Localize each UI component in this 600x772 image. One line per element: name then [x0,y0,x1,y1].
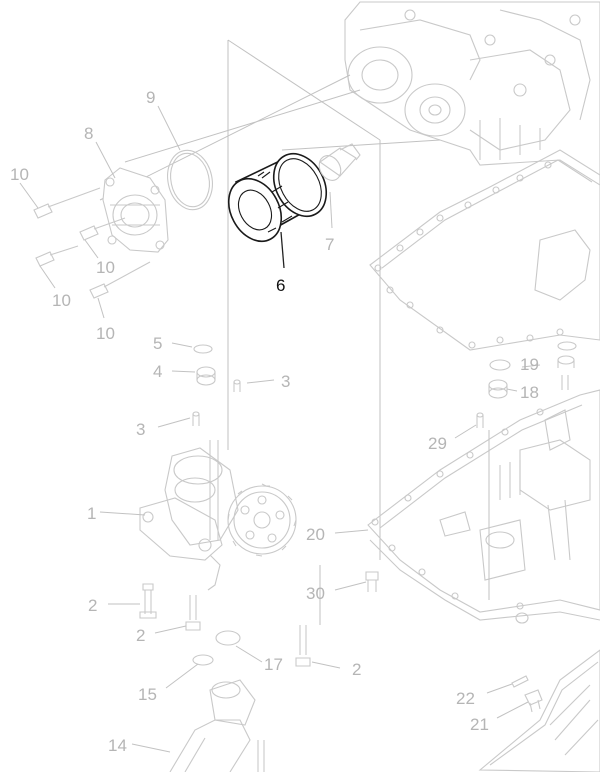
part-15-gasket [192,654,214,666]
gasket-holes [374,161,564,349]
leader-lines [19,105,541,753]
part-9-o-ring [167,149,213,211]
construction-lines [99,39,441,560]
callout-30: 30 [306,584,325,603]
part-30-bolt [365,571,379,592]
part-3-dowels [192,379,241,426]
oil-strainer [478,649,600,772]
callout-2b: 2 [136,626,145,645]
callout-20: 20 [306,525,325,544]
pump-sprocket [227,483,297,557]
part-7-union-bolt [318,143,361,181]
callout-2a: 2 [88,596,97,615]
callout-labels: 9 8 10 10 10 10 6 7 5 4 3 3 1 2 2 2 17 1… [10,88,539,755]
callout-3a: 3 [281,372,290,391]
part-14-strainer [169,679,265,772]
callout-10b: 10 [96,258,115,277]
callout-14: 14 [108,736,127,755]
bolts-10 [33,187,151,299]
callout-19: 19 [520,355,539,374]
part-1-oil-pump [139,440,239,591]
part-29-dowel [476,375,569,428]
oil-pan-holes [371,408,544,610]
leader-6 [280,231,285,269]
callout-10a: 10 [10,165,29,184]
callout-8: 8 [84,124,93,143]
crankcase-gasket [369,149,600,351]
callout-7: 7 [325,235,334,254]
part-18-collar [488,355,575,399]
callout-29: 29 [428,434,447,453]
callout-9: 9 [146,88,155,107]
callout-10d: 10 [96,324,115,343]
part-8-cover [102,167,169,253]
callout-1: 1 [87,504,96,523]
bolts-2 [139,583,311,667]
callout-22: 22 [456,689,475,708]
callout-6: 6 [276,276,285,295]
callout-2c: 2 [352,660,361,679]
engine-block [344,1,600,186]
oil-pan [367,389,600,624]
part-5-o-ring [193,344,213,354]
callout-17: 17 [264,655,283,674]
callout-3b: 3 [136,420,145,439]
callout-21: 21 [470,715,489,734]
callout-15: 15 [138,685,157,704]
callout-10c: 10 [52,291,71,310]
part-22-pin [511,675,529,688]
part-17-o-ring [215,630,241,646]
part-4-collar [196,366,216,386]
part-6-oil-filter [227,152,328,243]
callout-18: 18 [520,383,539,402]
part-21-drain-bolt [524,689,543,713]
part-19-o-ring [489,341,577,371]
callout-5: 5 [153,334,162,353]
callout-4: 4 [153,362,162,381]
